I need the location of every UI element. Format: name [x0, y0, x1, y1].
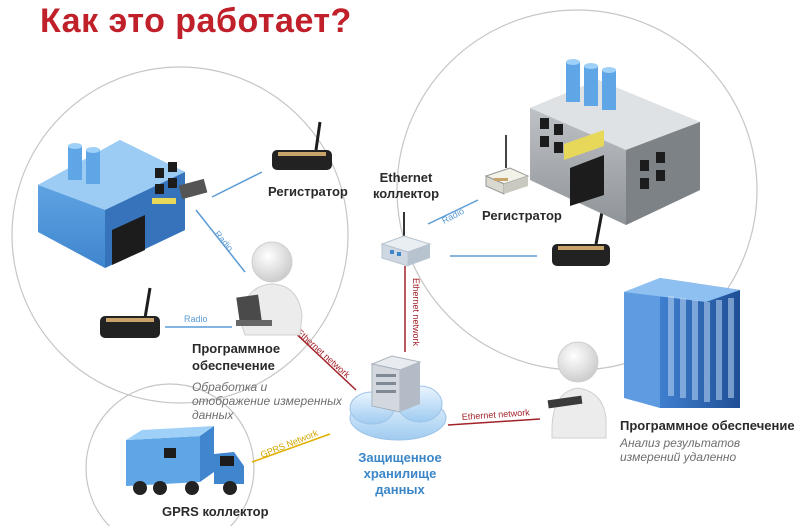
radio-line-2 — [195, 209, 246, 273]
gprs-zone-circle — [85, 383, 255, 526]
software-left-description: Обработка и отображение измеренных данны… — [192, 380, 362, 422]
ethernet-collector-label: Ethernet коллектор — [366, 170, 446, 202]
office-tower-icon — [624, 278, 740, 408]
ethernet-collector-label-line1: Ethernet — [379, 170, 433, 185]
registrator-left-label: Регистратор — [268, 184, 348, 199]
ethernet-collector-icon — [380, 212, 432, 267]
person-laptop-icon — [236, 241, 303, 336]
page-title: Как это работает? — [40, 2, 352, 40]
registrator-icon — [100, 287, 160, 338]
software-left-description-line1: Обработка и — [192, 380, 268, 394]
radio-label-1: Radio — [212, 229, 235, 253]
cloud-storage-label-line3: данных — [375, 482, 425, 497]
person-tablet-icon — [547, 341, 607, 439]
registrator-icon — [484, 135, 530, 195]
radio-line-4 — [427, 199, 479, 225]
software-left-label-line1: Программное — [192, 341, 281, 356]
ethernet-label-2: Ethernet network — [411, 278, 421, 347]
ethernet-line-1 — [289, 327, 357, 391]
software-right-label: Программное обеспечение — [620, 418, 795, 433]
cloud-storage-label-line1: Защищенное — [358, 450, 442, 465]
factory-blue-icon — [38, 140, 208, 268]
software-left-description-line3: данных — [192, 408, 234, 422]
ethernet-collector-label-line2: коллектор — [372, 186, 440, 201]
ethernet-line-3 — [447, 418, 541, 426]
registrator-icon — [552, 211, 610, 266]
radio-line-1 — [211, 171, 263, 198]
cloud-storage-label: Защищенное хранилище данных — [340, 450, 460, 498]
gprs-collector-label: GPRS коллектор — [162, 504, 269, 519]
cloud-storage-label-line2: хранилище — [363, 466, 437, 481]
software-right-description-line2: измерений удаленно — [620, 450, 737, 464]
ethernet-label-1: Ethernet network — [295, 327, 353, 380]
gprs-line — [251, 433, 331, 463]
software-right-description: Анализ результатов измерений удаленно — [620, 436, 790, 464]
gprs-label: GPRS Network — [259, 428, 320, 460]
gprs-truck-icon — [126, 426, 244, 495]
left-zone-circle — [11, 66, 349, 404]
software-left-label-line2: обеспечение — [192, 358, 275, 373]
software-right-description-line1: Анализ результатов — [620, 436, 741, 450]
radio-label-3: Radio — [440, 206, 465, 226]
radio-label-2: Radio — [184, 314, 208, 324]
ethernet-label-3: Ethernet network — [461, 407, 530, 422]
registrator-right-label: Регистратор — [482, 208, 562, 223]
registrator-icon — [272, 121, 332, 170]
cloud-storage-icon — [349, 355, 447, 441]
factory-gray-icon — [530, 59, 700, 225]
software-left-description-line2: отображение измеренных — [192, 394, 342, 408]
software-left-label: Программное обеспечение — [192, 340, 280, 374]
